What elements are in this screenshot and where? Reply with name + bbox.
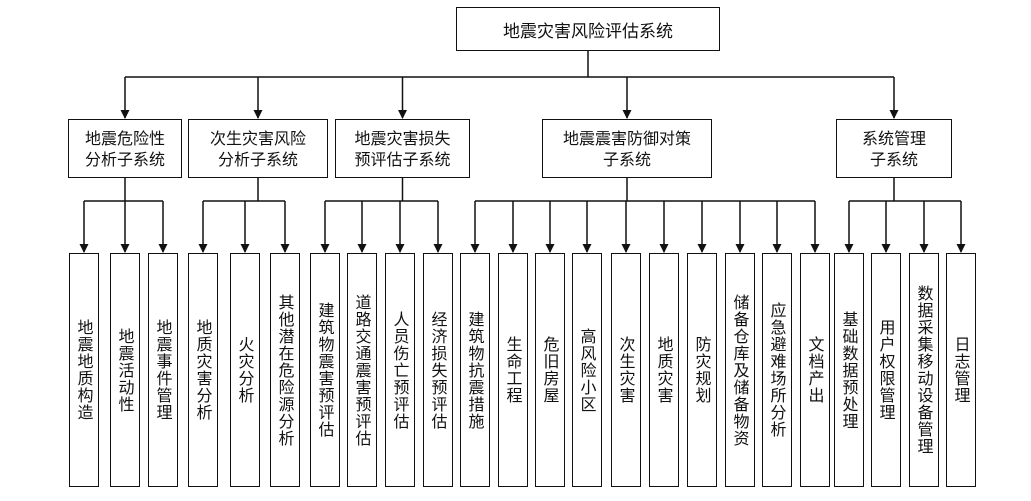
- arrowhead: [470, 244, 480, 253]
- module-box: 基础数据预处理: [834, 253, 864, 487]
- arrowhead: [697, 244, 707, 253]
- module-box: 高风险小区: [572, 253, 602, 487]
- arrowhead: [158, 244, 168, 253]
- module-box: 危旧房屋: [535, 253, 565, 487]
- arrowhead: [810, 244, 820, 253]
- arrowhead: [395, 244, 405, 253]
- arrowhead: [398, 110, 407, 119]
- arrowhead: [120, 244, 130, 253]
- arrowhead: [433, 244, 443, 253]
- arrowhead: [320, 244, 330, 253]
- module-box: 地震活动性: [110, 253, 140, 487]
- module-box: 数据采集移动设备管理: [909, 253, 939, 487]
- module-box: 人员伤亡预评估: [385, 253, 415, 487]
- module-box: 建筑物震害预评估: [310, 253, 340, 487]
- arrowhead: [735, 244, 745, 253]
- module-box: 其他潜在危险源分析: [270, 253, 300, 487]
- module-box: 文档产出: [800, 253, 830, 487]
- arrowhead: [508, 244, 518, 253]
- arrowhead: [772, 244, 782, 253]
- module-box: 地震地质构造: [69, 253, 99, 487]
- module-box: 次生灾害: [611, 253, 641, 487]
- arrowhead: [280, 244, 290, 253]
- arrowhead: [621, 244, 631, 253]
- module-box: 日志管理: [946, 253, 976, 487]
- subsystem-box: 系统管理 子系统: [836, 119, 952, 178]
- module-box: 应急避难场所分析: [762, 253, 792, 487]
- subsystem-box: 次生灾害风险 分析子系统: [188, 119, 328, 178]
- module-box: 地质灾害分析: [188, 253, 218, 487]
- root-system-box: 地震灾害风险评估系统: [456, 7, 720, 51]
- module-box: 储备仓库及储备物资: [725, 253, 755, 487]
- arrowhead: [582, 244, 592, 253]
- module-box: 地质灾害: [649, 253, 679, 487]
- module-box: 生命工程: [498, 253, 528, 487]
- module-box: 用户权限管理: [871, 253, 901, 487]
- module-box: 经济损失预评估: [423, 253, 453, 487]
- subsystem-box: 地震灾害损失 预评估子系统: [335, 119, 470, 178]
- arrowhead: [622, 110, 632, 119]
- module-box: 地震事件管理: [148, 253, 178, 487]
- module-box: 火灾分析: [230, 253, 260, 487]
- arrowhead: [198, 244, 208, 253]
- arrowhead: [844, 244, 854, 253]
- subsystem-box: 地震危险性 分析子系统: [68, 119, 182, 178]
- arrowhead: [79, 244, 89, 253]
- subsystem-box: 地震震害防御对策 子系统: [542, 119, 712, 178]
- arrowhead: [357, 244, 367, 253]
- arrowhead: [253, 110, 263, 119]
- arrowhead: [659, 244, 669, 253]
- module-box: 建筑物抗震措施: [460, 253, 490, 487]
- arrowhead: [881, 244, 891, 253]
- arrowhead: [919, 244, 929, 253]
- arrowhead: [956, 244, 966, 253]
- arrowhead: [545, 244, 555, 253]
- module-box: 防灾规划: [687, 253, 717, 487]
- module-box: 道路交通震害预评估: [347, 253, 377, 487]
- arrowhead: [889, 110, 899, 119]
- arrowhead: [120, 110, 130, 119]
- arrowhead: [240, 244, 250, 253]
